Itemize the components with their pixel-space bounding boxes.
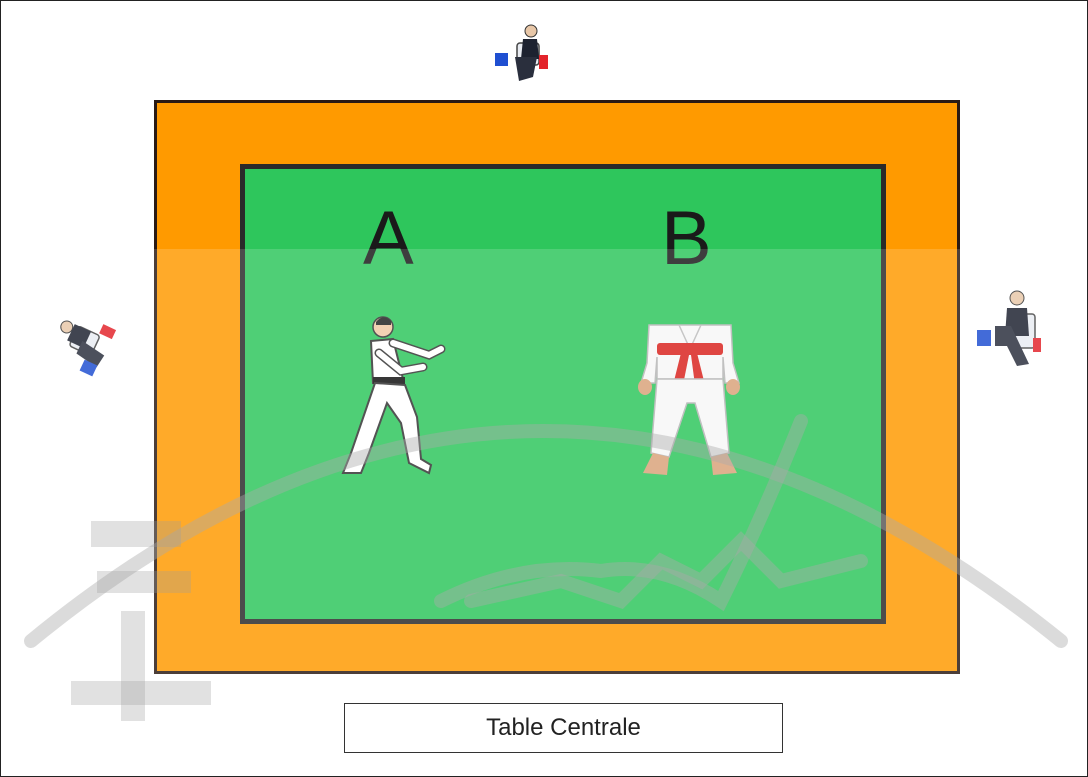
judge-top-icon xyxy=(493,21,553,87)
judge-left-icon xyxy=(41,311,123,377)
central-table-box: Table Centrale xyxy=(344,703,783,753)
karateka-standing-red-belt-icon xyxy=(629,323,751,481)
competitor-b-label: B xyxy=(661,201,712,277)
judge-right-icon xyxy=(971,286,1047,372)
karateka-stance-black-belt-icon xyxy=(331,313,451,483)
competitor-a-label: A xyxy=(363,201,414,277)
central-table-label: Table Centrale xyxy=(486,714,641,742)
